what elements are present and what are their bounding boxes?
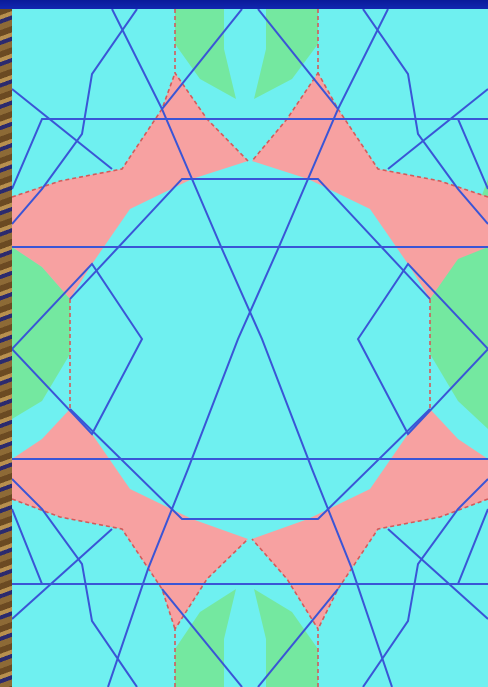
pink-tiles bbox=[12, 73, 488, 629]
interlace-lines bbox=[12, 9, 488, 687]
top-frame-border bbox=[0, 0, 488, 9]
geometric-pattern-panel bbox=[12, 9, 488, 687]
star-pattern-diagram bbox=[12, 9, 488, 687]
green-tiles bbox=[12, 9, 488, 687]
mosaic-photo-strip bbox=[0, 9, 12, 687]
green-tile-top-right bbox=[254, 9, 318, 99]
tile-boundary-lines bbox=[12, 9, 488, 687]
